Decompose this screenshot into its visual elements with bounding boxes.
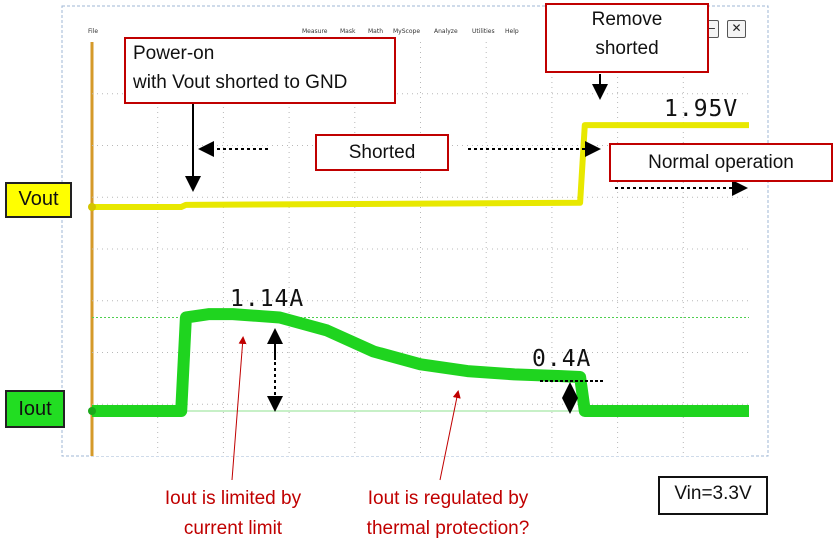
power-on-callout: Power-on with Vout shorted to GND [124, 37, 396, 104]
trace-layer [88, 122, 749, 417]
vout-after-readout: 1.95V [664, 96, 739, 122]
thermal-note: Iout is regulated by thermal protection? [340, 484, 556, 544]
thermal-line1: Iout is regulated by [367, 488, 529, 509]
menu-measure[interactable]: Measure [302, 28, 328, 35]
remove-shorted-callout: Remove shorted [545, 3, 709, 73]
menu-help[interactable]: Help [505, 28, 519, 35]
remove-line2: shorted [595, 38, 659, 59]
menu-utilities[interactable]: Utilities [472, 28, 495, 35]
iout-regulated-readout: 0.4A [532, 346, 592, 372]
annotation-arrows [185, 74, 748, 481]
close-button[interactable]: ✕ [727, 20, 746, 38]
shorted-callout: Shorted [315, 134, 449, 171]
iout-channel-marker [88, 407, 96, 415]
menu-analyze[interactable]: Analyze [434, 28, 458, 35]
menu-file[interactable]: File [88, 28, 99, 35]
vin-box: Vin=3.3V [658, 476, 768, 515]
current-limit-line1: Iout is limited by [164, 488, 302, 509]
vout-trace [92, 122, 749, 210]
current-limit-pointer [231, 336, 247, 481]
power-on-line2: with Vout shorted to GND [133, 72, 348, 93]
menu-myscope[interactable]: MyScope [393, 28, 421, 35]
menu-mask[interactable]: Mask [340, 28, 356, 35]
graticule-grid [92, 42, 749, 456]
current-limit-line2: current limit [183, 518, 283, 539]
thermal-pointer [439, 390, 461, 481]
scope-menubar: File Measure Mask Math MyScope Analyze U… [62, 6, 768, 42]
iout-peak-readout: 1.14A [230, 286, 305, 312]
thermal-line2: thermal protection? [366, 518, 530, 539]
current-limit-note: Iout is limited by current limit [140, 484, 326, 544]
graticule-area [92, 42, 749, 456]
vout-label: Vout [5, 182, 72, 218]
iout-label: Iout [5, 390, 65, 428]
iout-trace [92, 308, 749, 417]
vout-channel-marker [88, 203, 96, 211]
scope-window-border [61, 5, 769, 457]
menu-math[interactable]: Math [368, 28, 384, 35]
normal-operation-callout: Normal operation [609, 143, 833, 182]
power-on-line1: Power-on [133, 43, 215, 64]
remove-line1: Remove [591, 9, 663, 30]
